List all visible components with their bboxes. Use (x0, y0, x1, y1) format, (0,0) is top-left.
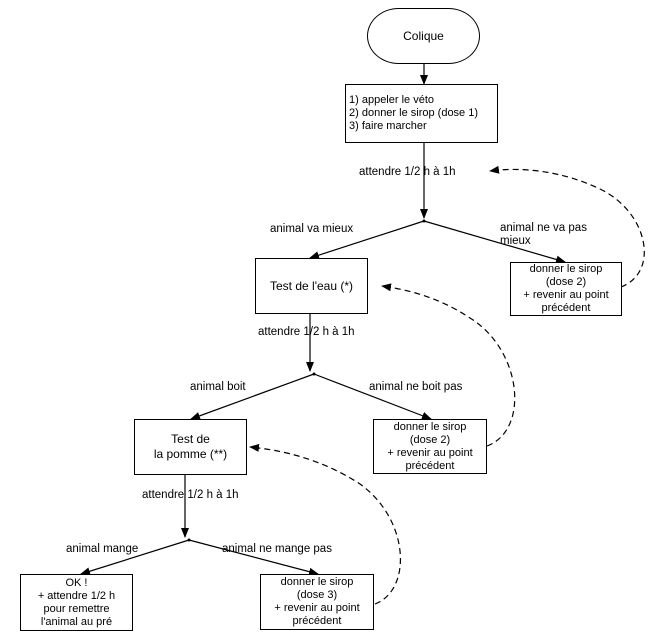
arrow-branch-eats (80, 539, 190, 576)
arrow-branch-not-eats (188, 539, 319, 576)
dose2-b-line-4: précédent (405, 459, 455, 472)
ok-line-3: pour remettre (43, 602, 110, 615)
dose3-line-2: (dose 3) (296, 589, 338, 601)
dose3-line-4: précédent (292, 615, 342, 627)
branch-label-drinks: animal boit (190, 381, 246, 393)
water-test-label: Test de l'eau (*) (270, 278, 353, 293)
return-loop-dose2-b (381, 283, 516, 447)
dose2-a-line-3: + revenir au point (523, 289, 609, 301)
ok-box: OK ! + attendre 1/2 h pour remettre l'an… (20, 574, 133, 631)
wait-label-3: attendre 1/2 h à 1h (142, 489, 239, 501)
apple-test-line-2: la pomme (**) (153, 447, 228, 461)
dose2-a-line-2: (dose 2) (545, 276, 587, 288)
dose2-a-line-4: précédent (541, 302, 591, 314)
water-test-box: Test de l'eau (*) (255, 258, 368, 314)
branch-label-not-eats: animal ne mange pas (222, 543, 332, 555)
dose2-box-b: donner le sirop (dose 2) + revenir au po… (373, 419, 487, 474)
dose2-box-a: donner le sirop (dose 2) + revenir au po… (510, 262, 622, 316)
wait-label-2: attendre 1/2 h à 1h (258, 326, 355, 338)
branch-label-not-drinks: animal ne boit pas (369, 381, 463, 393)
decision-node-2 (312, 372, 316, 376)
ok-line-4: l'animal au pré (40, 615, 113, 628)
start-terminal: Colique (367, 8, 480, 64)
step1-box: 1) appeler le véto 2) donner le sirop (d… (345, 84, 498, 143)
decision-node-1 (422, 219, 426, 223)
dose2-a-line-1: donner le sirop (529, 263, 603, 275)
decision-node-3 (187, 538, 191, 542)
apple-test-line-1: Test de (171, 432, 210, 446)
branch-label-worse: animal ne va pas mieux (500, 222, 587, 247)
branch-label-better: animal va mieux (270, 223, 354, 235)
return-loop-dose2-a (489, 165, 645, 288)
step1-line-2: 2) donner le sirop (dose 1) (349, 107, 479, 119)
arrow-branch-not-drinks (313, 373, 432, 420)
arrow-branch-better (309, 220, 425, 260)
dose2-b-line-1: donner le sirop (393, 420, 467, 433)
dose2-b-line-3: + revenir au point (387, 446, 473, 459)
wait-label-1: attendre 1/2 h à 1h (359, 166, 456, 178)
branch-label-eats: animal mange (66, 543, 139, 555)
ok-line-2: + attendre 1/2 h (37, 589, 116, 602)
return-loop-dose3 (249, 443, 401, 605)
arrow-branch-drinks (190, 373, 315, 420)
step1-line-1: 1) appeler le véto (349, 94, 434, 106)
dose2-b-line-2: (dose 2) (409, 433, 451, 446)
dose3-line-1: donner le sirop (280, 576, 354, 588)
ok-line-1: OK ! (65, 576, 88, 589)
apple-test-box: Test de la pomme (**) (134, 419, 247, 475)
dose3-box: donner le sirop (dose 3) + revenir au po… (260, 574, 374, 630)
start-label: Colique (403, 28, 444, 43)
step1-line-3: 3) faire marcher (349, 120, 427, 132)
arrow-branch-worse (423, 220, 566, 264)
dose3-line-3: + revenir au point (274, 602, 360, 614)
